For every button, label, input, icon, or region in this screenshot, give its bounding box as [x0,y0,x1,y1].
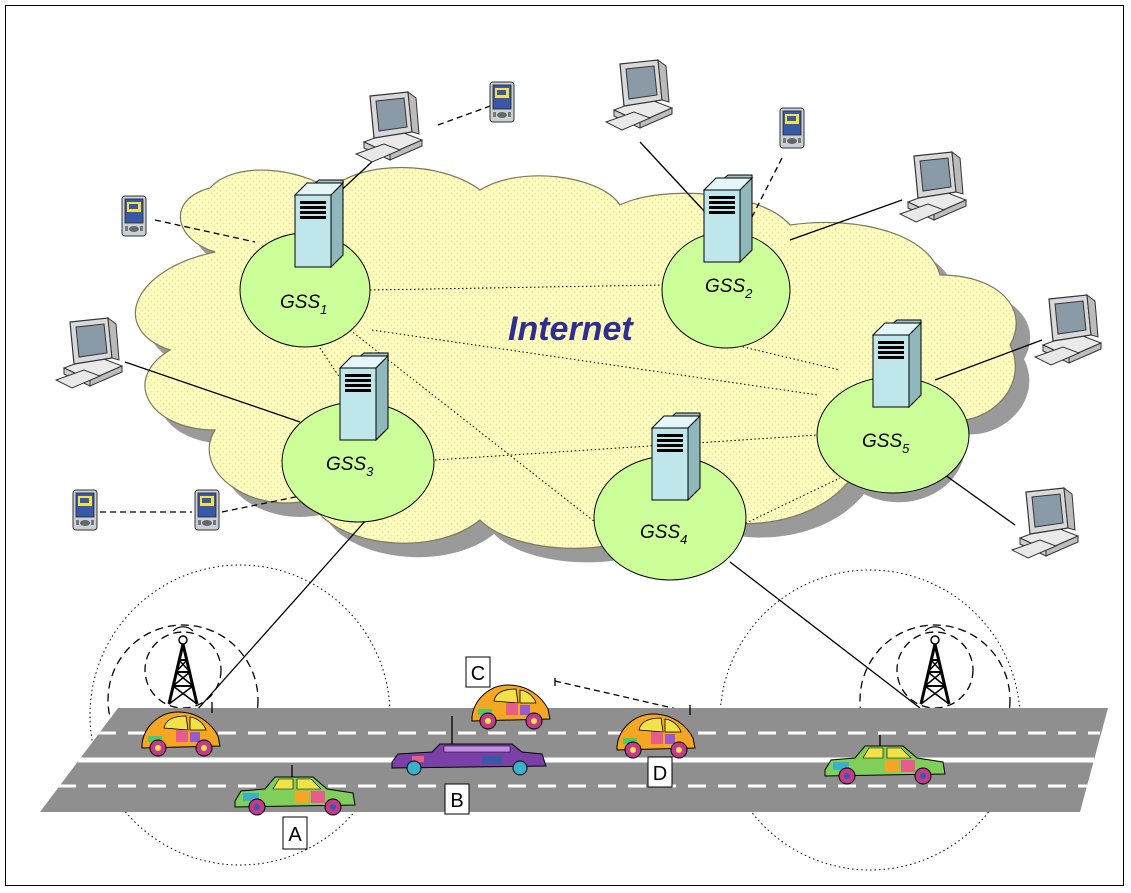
svg-text:GSS2: GSS2 [705,276,753,301]
internet-label: Internet [508,310,634,348]
gss2-node[interactable]: GSS2 [661,174,791,349]
desktop-computer-icon [605,59,673,131]
svg-text:GSS3: GSS3 [326,454,374,479]
gss4-node[interactable]: GSS4 [593,412,747,581]
svg-text:GSS1: GSS1 [280,292,327,317]
label-c: C [465,656,491,688]
desktop-computer-icon [355,91,423,163]
svg-text:B: B [450,790,463,812]
desktop-computer-icon [1034,294,1102,366]
cell-tower-icon [919,625,951,706]
gss3-node[interactable]: GSS3 [281,352,435,523]
gss5-node[interactable]: GSS5 [816,319,970,494]
svg-text:A: A [288,824,302,846]
gss1-node[interactable]: GSS1 [239,179,371,348]
label-d: D [647,756,673,788]
pda-icon [121,195,147,237]
svg-text:GSS5: GSS5 [862,431,910,456]
vehicle-antennas [211,678,881,777]
svg-text:GSS4: GSS4 [640,522,687,547]
server-mesh-links [319,284,841,526]
pda-icon [72,489,98,531]
svg-text:D: D [653,763,667,785]
desktop-computer-icon [1011,487,1079,559]
pda-icon [489,81,515,123]
svg-text:C: C [471,663,485,685]
pda-icon [779,107,805,149]
desktop-computer-icon [899,151,967,223]
label-b: B [444,783,470,815]
wired-links [124,141,1043,711]
desktop-computer-icon [55,317,123,389]
label-a: A [282,816,308,850]
cell-tower-icon [167,625,199,706]
pda-icon [194,489,220,531]
